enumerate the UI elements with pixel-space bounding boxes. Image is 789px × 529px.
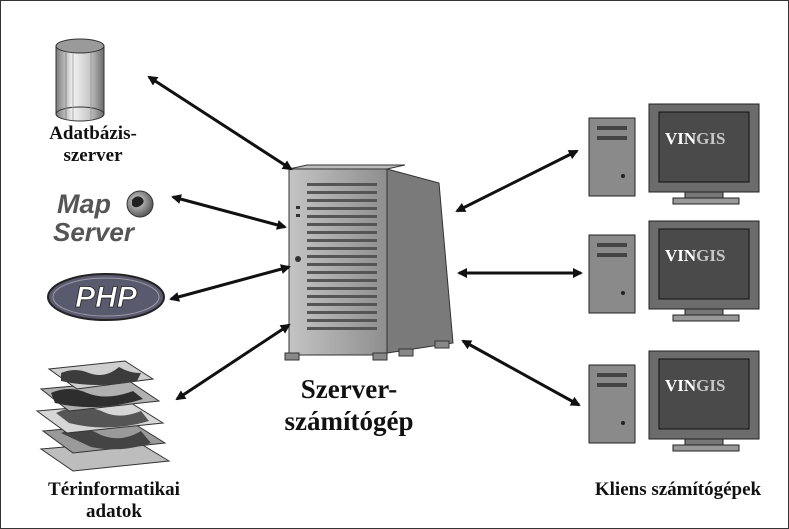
php-text: PHP [75,281,138,314]
geo-data-label-line1: Térinformatikai [48,479,180,500]
client-computer-icon: VINGIS [588,103,760,205]
arrow-php-server [169,264,291,302]
server-tower-icon [284,164,454,361]
server-computer-label-line2: számítógép [284,406,414,437]
server-computer-label-line1: Szerver- [300,374,398,404]
arrow-server-client1 [455,149,579,213]
mapserver-map-text: Map [57,189,111,219]
mapserver-server-text: Server [53,217,136,247]
client-computers-label: Kliens számítógépek [594,479,762,500]
arrow-mapserver-server [171,194,287,230]
database-server-label: Adatbázis- szerver [23,123,163,167]
svg-text:VINGIS: VINGIS [665,129,725,148]
arrow-server-client3 [461,339,581,407]
arrow-database-server [147,75,293,171]
map-layers-icon [35,360,171,472]
server-computer-label: Szerver- számítógép [269,373,429,438]
arrow-geodata-server [175,323,291,401]
database-server-label-line1: Adatbázis- [49,123,137,144]
svg-text:VINGIS: VINGIS [665,246,725,265]
php-logo: PHP [47,273,165,321]
client-computer-icon: VINGIS [588,220,760,322]
geo-data-label: Térinformatikai adatok [19,479,209,523]
database-server-label-line2: szerver [63,144,123,166]
svg-text:VINGIS: VINGIS [665,376,725,395]
mapserver-logo: Map Server [53,189,154,247]
client-computer-icon: VINGIS [588,350,760,452]
geo-data-label-line2: adatok [86,500,142,522]
database-icon [55,38,105,122]
